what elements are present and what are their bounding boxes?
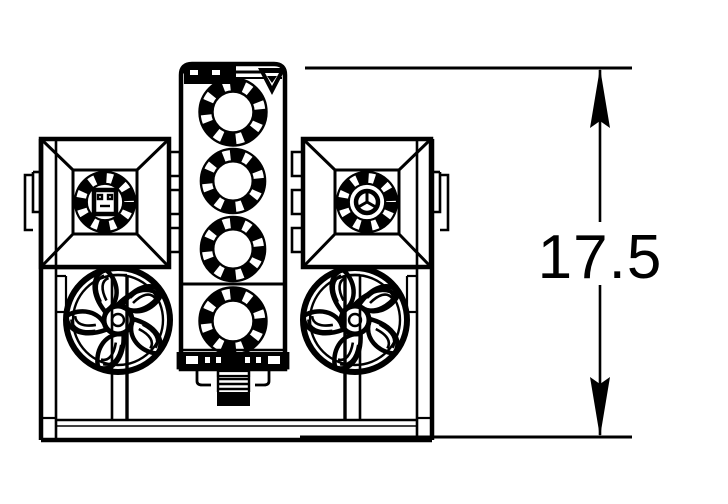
cable-gland-connector: [216, 369, 251, 406]
propeller-right: [300, 268, 407, 373]
dimension-annotation: 17.5: [300, 66, 663, 439]
duct-housing-right: [290, 136, 450, 270]
dimension-arrow-down: [590, 377, 610, 437]
duct-housing-left: [23, 136, 182, 270]
center-module: [176, 61, 290, 387]
dimension-arrow-up: [590, 68, 610, 128]
propeller-left: [63, 268, 170, 373]
dimension-value: 17.5: [538, 223, 663, 292]
